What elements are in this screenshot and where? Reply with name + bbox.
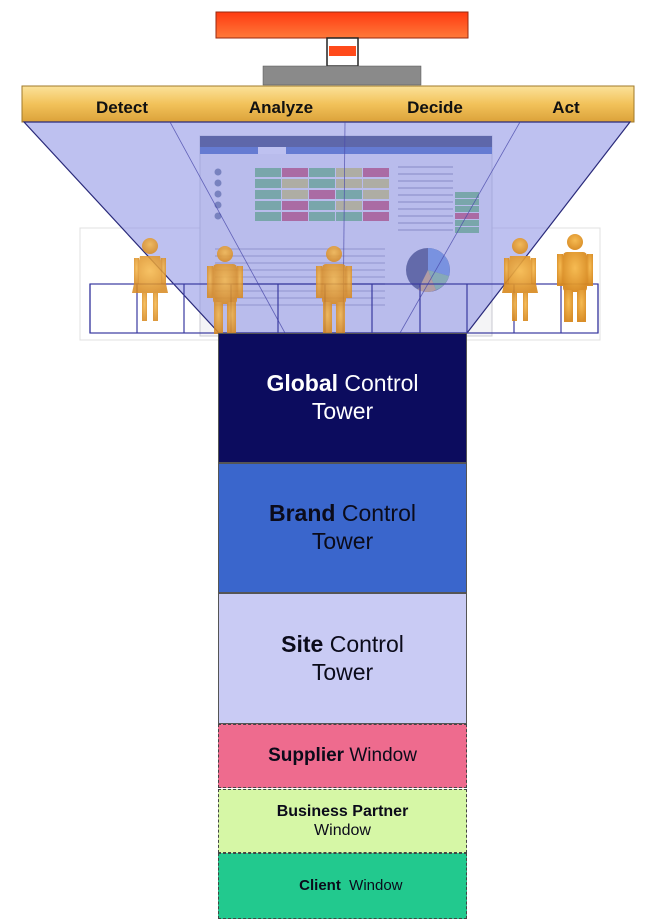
brand-tower-rest: Control <box>335 500 416 527</box>
person-torso <box>213 264 237 304</box>
global-tower-bold: Global <box>266 370 338 397</box>
person-leg <box>512 293 517 321</box>
people-group <box>132 234 593 334</box>
person-head <box>217 246 233 262</box>
stage-analyze-label: Analyze <box>248 98 314 117</box>
global-control-tower: Global Control Tower <box>218 333 467 463</box>
person-arm <box>207 266 213 298</box>
person-head <box>142 238 158 254</box>
site-tower-rest: Control <box>323 630 404 657</box>
stage-bar <box>21 85 635 123</box>
person-leg <box>564 290 573 322</box>
beacon-base <box>262 65 422 86</box>
site-tower-bold: Site <box>281 630 324 657</box>
stage-detect-label: Detect <box>96 98 148 117</box>
person-arm <box>316 266 322 298</box>
person-torso <box>322 264 346 304</box>
business-partner-window-bold: Business Partner <box>276 802 409 820</box>
person-male <box>207 246 243 334</box>
person-female <box>502 238 538 321</box>
person-leg <box>153 293 158 321</box>
person-head <box>567 234 583 250</box>
person-dress <box>132 256 168 293</box>
person-arm <box>531 258 536 284</box>
stage-decide-label: Decide <box>407 98 463 117</box>
business-partner-window-line2: Window <box>314 822 371 839</box>
person-leg <box>227 302 236 334</box>
supplier-window-rest: Window <box>344 744 417 766</box>
person-arm <box>134 258 139 284</box>
person-leg <box>577 290 586 322</box>
client-window-bold: Client <box>299 877 341 894</box>
global-tower-rest: Control <box>338 370 419 397</box>
person-female <box>132 238 168 321</box>
person-arm <box>346 266 352 298</box>
client-window-rest: Window <box>340 877 403 894</box>
site-tower-line2: Tower <box>311 658 374 685</box>
person-leg <box>336 302 345 334</box>
person-head <box>326 246 342 262</box>
person-leg <box>214 302 223 334</box>
beacon-light <box>215 11 469 39</box>
brand-tower-line2: Tower <box>311 528 374 554</box>
person-torso <box>563 252 587 292</box>
person-arm <box>237 266 243 298</box>
person-male <box>557 234 593 322</box>
client-window: Client Window <box>218 853 467 919</box>
brand-control-tower: Brand Control Tower <box>218 463 467 593</box>
business-partner-window: Business Partner Window <box>218 789 467 853</box>
site-control-tower: Site Control Tower <box>218 593 467 724</box>
supplier-window-bold: Supplier <box>268 744 345 766</box>
person-leg <box>323 302 332 334</box>
person-arm <box>504 258 509 284</box>
supplier-window: Supplier Window <box>218 724 467 788</box>
person-arm <box>587 254 593 286</box>
global-tower-line2: Tower <box>311 398 374 424</box>
person-dress <box>502 256 538 293</box>
person-arm <box>161 258 166 284</box>
stage-act-label: Act <box>552 98 580 117</box>
person-arm <box>557 254 563 286</box>
person-male <box>316 246 352 334</box>
beacon-neck-band <box>329 46 356 56</box>
person-head <box>512 238 528 254</box>
brand-tower-bold: Brand <box>269 500 336 527</box>
person-leg <box>523 293 528 321</box>
person-leg <box>142 293 147 321</box>
